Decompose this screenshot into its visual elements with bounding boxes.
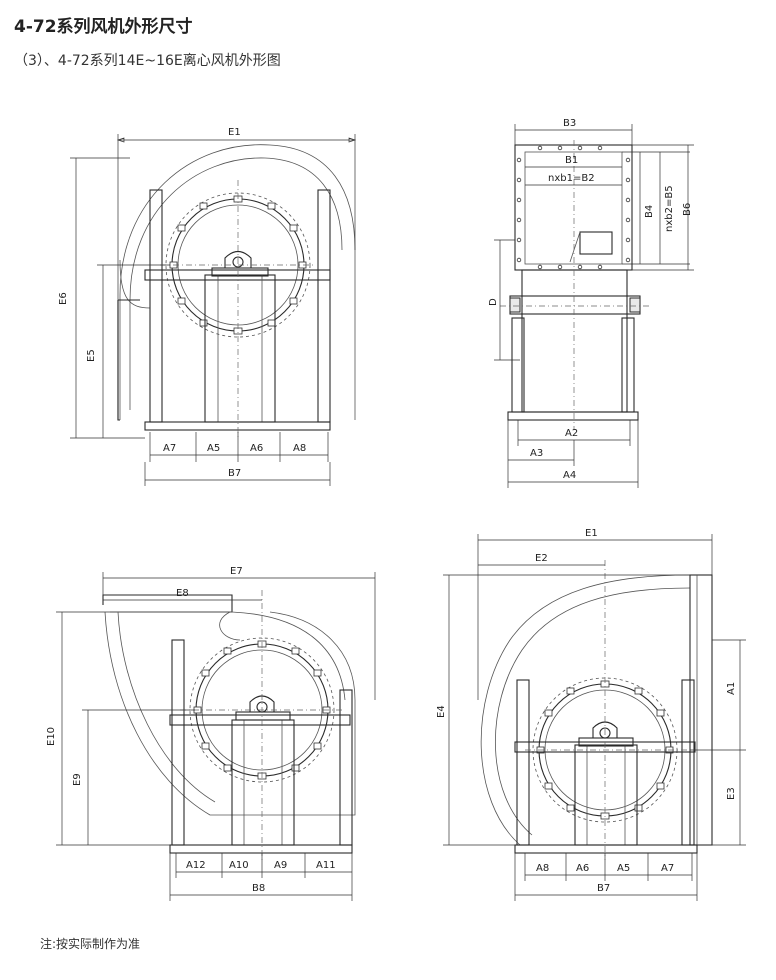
dim-label: B6: [682, 203, 693, 216]
dim-label: A8: [536, 863, 549, 874]
dim-label: B7: [228, 468, 241, 479]
dim-label: A7: [163, 443, 176, 454]
dim-label: B4: [644, 205, 655, 218]
dim-label: A12: [186, 860, 206, 871]
dim-label: E5: [86, 349, 97, 362]
dim-label: A6: [250, 443, 263, 454]
dim-label: B3: [563, 118, 576, 129]
dim-label: B8: [252, 883, 265, 894]
dim-label: E3: [726, 787, 737, 800]
dim-label: nxb2=B5: [664, 185, 675, 232]
dim-label: A3: [530, 448, 543, 459]
dim-label: E2: [535, 553, 548, 564]
dim-label: E1: [228, 127, 241, 138]
dim-label: A10: [229, 860, 249, 871]
dim-label: E6: [58, 292, 69, 305]
dim-label: nxb1=B2: [548, 173, 595, 184]
page-title: 4-72系列风机外形尺寸: [14, 17, 193, 37]
dim-label: E1: [585, 528, 598, 539]
footnote: 注:按实际制作为准: [40, 937, 141, 951]
dim-label: A5: [617, 863, 630, 874]
dim-label: E9: [72, 773, 83, 786]
front-view-left: E1 E6 E5 A7 A5 A6 A8 B7: [58, 127, 357, 486]
front-view-bottom-left: E7 E8 E10 E9 A12 A10 A9 A11 B8: [46, 566, 376, 901]
dim-label: E10: [46, 727, 57, 746]
page-subtitle: （3）、4-72系列14E~16E离心风机外形图: [14, 53, 281, 69]
dim-label: A9: [274, 860, 287, 871]
dim-label: E8: [176, 588, 189, 599]
dim-label: B7: [597, 883, 610, 894]
dim-label: E4: [436, 705, 447, 718]
dim-label: A11: [316, 860, 336, 871]
dim-label: A6: [576, 863, 589, 874]
side-view: B3 B1 nxb1=B2 B4 nxb2=B5 B6 D A2 A3: [488, 118, 694, 488]
dim-label: A4: [563, 470, 576, 481]
dim-label: E7: [230, 566, 243, 577]
dim-label: A8: [293, 443, 306, 454]
front-view-bottom-right: E1 E2 E4 A1 E3 A8 A6 A5 A7 B7: [436, 528, 746, 901]
dim-label: D: [488, 298, 499, 306]
dim-label: A1: [726, 682, 737, 695]
dim-label: B1: [565, 155, 578, 166]
dim-label: A2: [565, 428, 578, 439]
dim-label: A5: [207, 443, 220, 454]
dim-label: A7: [661, 863, 674, 874]
